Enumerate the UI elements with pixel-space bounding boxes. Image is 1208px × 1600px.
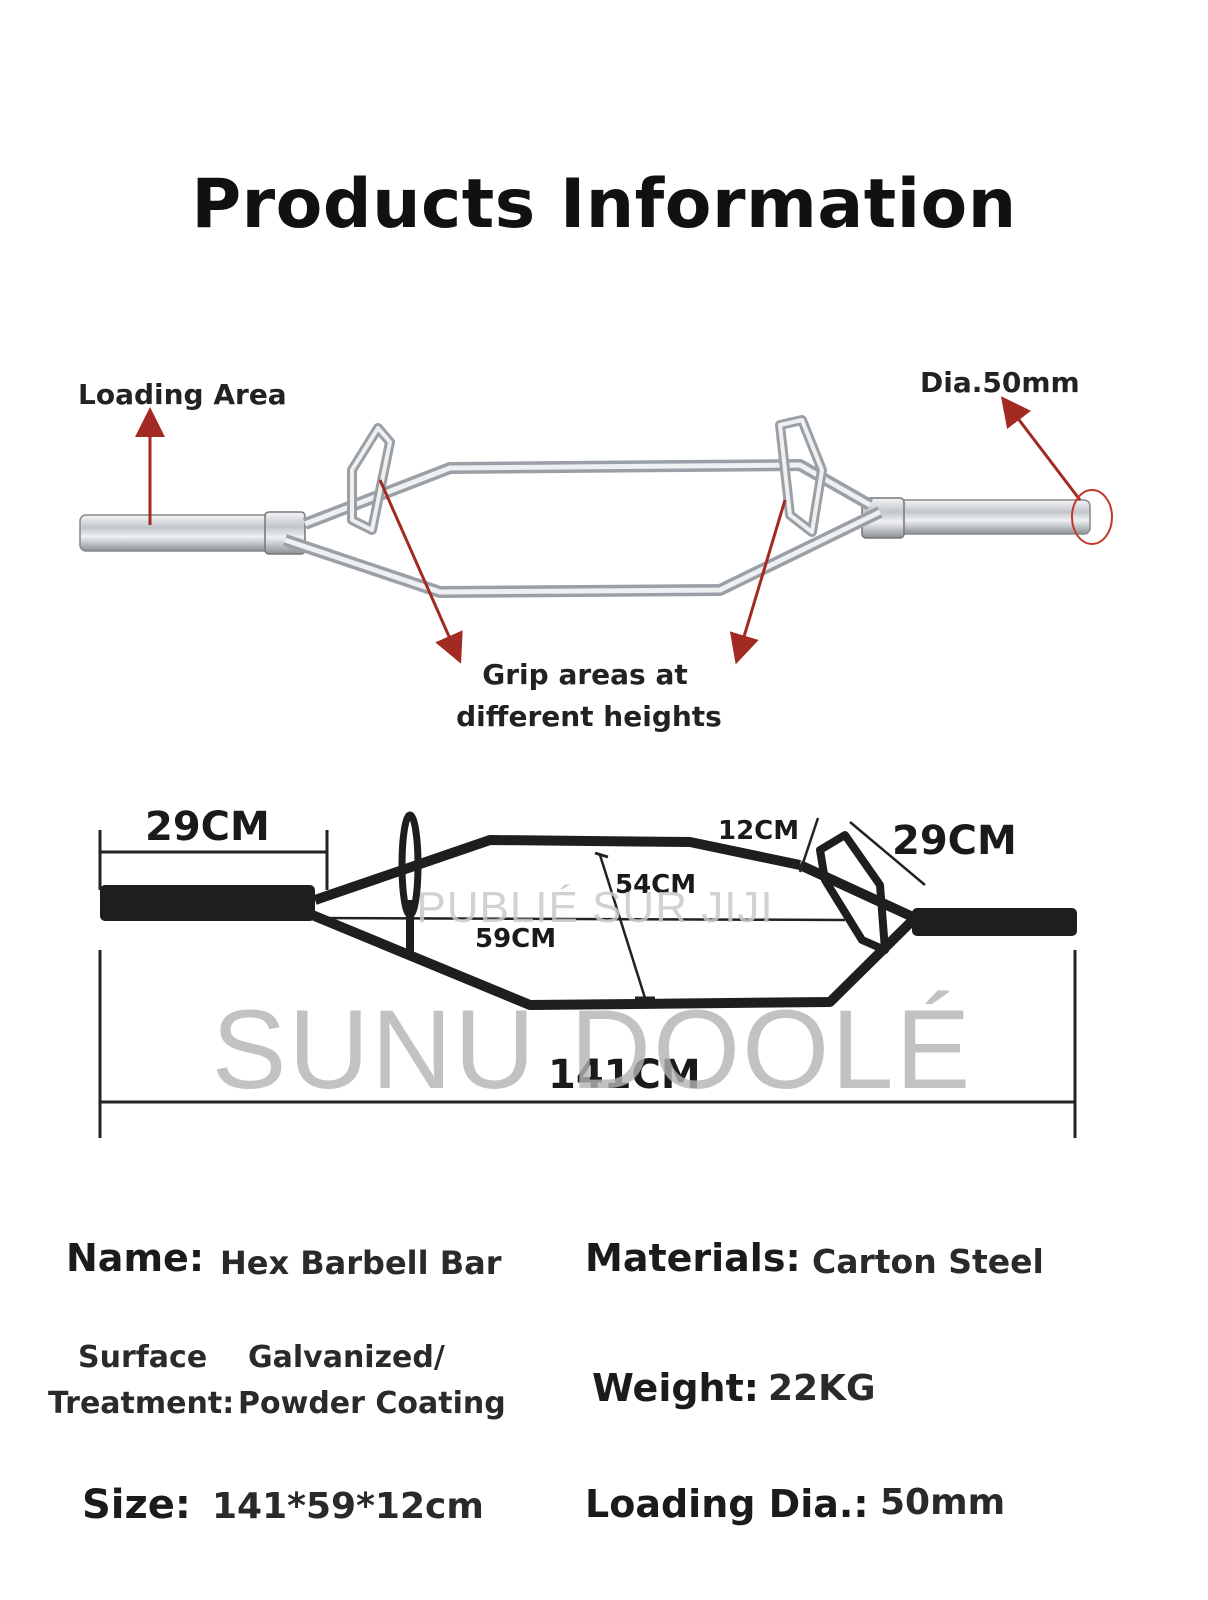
diameter-label: Dia.50mm [920,366,1080,399]
spec-weight-key: Weight: [592,1366,759,1410]
dim-hex-bottom [303,907,919,1010]
dim-label-right-sleeve: 29CM [892,818,1017,864]
spec-name-value: Hex Barbell Bar [220,1244,502,1282]
dim-handle-height-line [798,817,820,873]
diameter-arrow [1000,396,1082,501]
loading-area-label: Loading Area [78,378,287,411]
specs-section: Name: Hex Barbell Bar Materials: Carton … [0,1220,1208,1580]
spec-materials-value: Carton Steel [812,1242,1044,1281]
dim-right-handle [816,831,889,954]
dim-label-left-sleeve: 29CM [145,804,270,850]
page-title: Products Information [191,165,1017,244]
right-sleeve [894,499,1091,535]
black-hex-bar-drawing [98,811,1077,1138]
spec-surface-value-line2: Powder Coating [238,1386,506,1421]
dimension-diagram: 29CM 12CM 29CM 54CM 59CM 141CM [0,790,1208,1170]
dim-label-inner-width: 59CM [475,924,557,954]
diameter-circle [1071,489,1113,545]
spec-name-key: Name: [66,1236,205,1280]
dim-left-sleeve [100,885,315,921]
spec-loading-value: 50mm [880,1482,1006,1523]
grip-label-line2: different heights [456,700,722,733]
spec-size-key: Size: [82,1482,191,1528]
spec-surface-value-line1: Galvanized/ [248,1340,445,1375]
dim-right-sleeve-line [849,821,926,886]
grip-label-line1: Grip areas at [482,658,688,691]
watermark-line2: SUNU DOOLÉ [211,987,973,1112]
spec-surface-key-line1: Surface [78,1340,208,1375]
dim-label-total-length: 141CM [548,1052,701,1098]
spec-size-value: 141*59*12cm [212,1486,484,1527]
dim-label-inner-height: 54CM [615,870,697,900]
grip-arrow-left [378,479,463,664]
grip-arrow-right [729,499,787,665]
watermark-line1: PUBLIÉ SUR JIJI [416,883,774,932]
chrome-hex-bar-drawing [79,396,1113,665]
spec-loading-key: Loading Dia.: [585,1482,869,1526]
spec-materials-key: Materials: [585,1236,801,1280]
spec-surface-key-line2: Treatment: [48,1386,235,1421]
dim-inner-height-line [598,854,647,999]
dim-inner-width-line [314,916,846,922]
spec-weight-value: 22KG [768,1368,876,1409]
dim-right-sleeve [912,908,1077,936]
left-sleeve [79,514,276,552]
dim-label-handle-height: 12CM [718,816,800,846]
chrome-hex-bar-illustration: Loading Area Dia.50mm Grip areas at diff… [0,300,1208,740]
